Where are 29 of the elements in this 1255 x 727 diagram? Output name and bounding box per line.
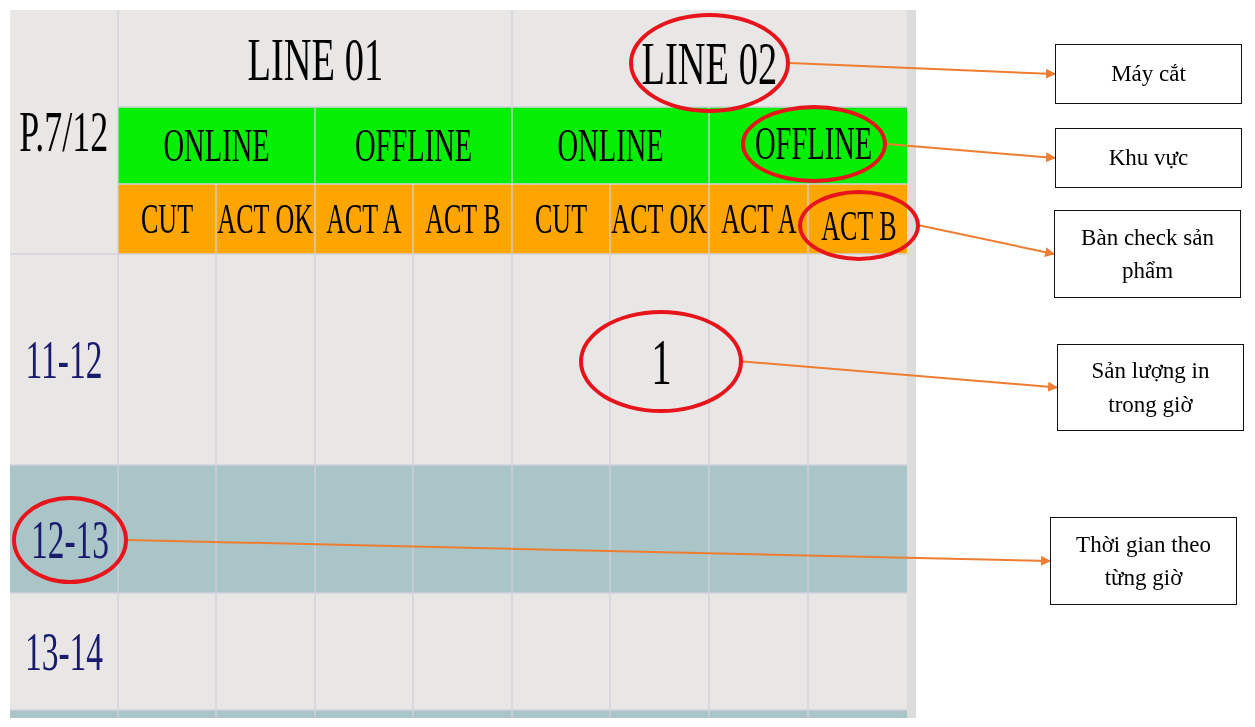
column-header: ACT OK	[611, 198, 708, 240]
circled-label: ACT B	[798, 190, 920, 261]
callout-box: Thời gian theo từng giờ	[1050, 517, 1237, 605]
leader-arrow	[919, 224, 1055, 257]
column-header: CUT	[140, 198, 194, 240]
circled-label: LINE 02	[629, 13, 790, 113]
leader-arrow	[789, 62, 1056, 79]
circled-label: OFFLINE	[741, 105, 887, 183]
leader-arrow	[127, 539, 1051, 566]
callout-box: Sản lượng in trong giờ	[1057, 344, 1244, 431]
callout-box: Khu vực	[1055, 128, 1242, 188]
time-label: 11-12	[25, 332, 103, 387]
column-header: CUT	[534, 198, 588, 240]
column-header: LINE 01	[247, 27, 383, 90]
column-header: OFFLINE	[354, 122, 473, 169]
column-header: ACT A	[326, 198, 402, 240]
column-header: ACT B	[424, 198, 501, 240]
column-header: ACT A	[720, 198, 797, 240]
column-header: ACT OK	[217, 198, 314, 240]
column-header: ONLINE	[163, 122, 270, 169]
callout-box: Máy cắt	[1055, 44, 1242, 104]
leader-arrow	[886, 143, 1056, 163]
callout-box: Bàn check sản phẩm	[1054, 210, 1241, 298]
column-header: ONLINE	[557, 122, 664, 169]
circled-label: 12-13	[12, 496, 128, 584]
leader-arrow	[742, 360, 1058, 392]
table-header: P.7/12	[19, 103, 109, 161]
circled-label: 1	[579, 310, 743, 413]
time-label: 13-14	[24, 624, 104, 679]
